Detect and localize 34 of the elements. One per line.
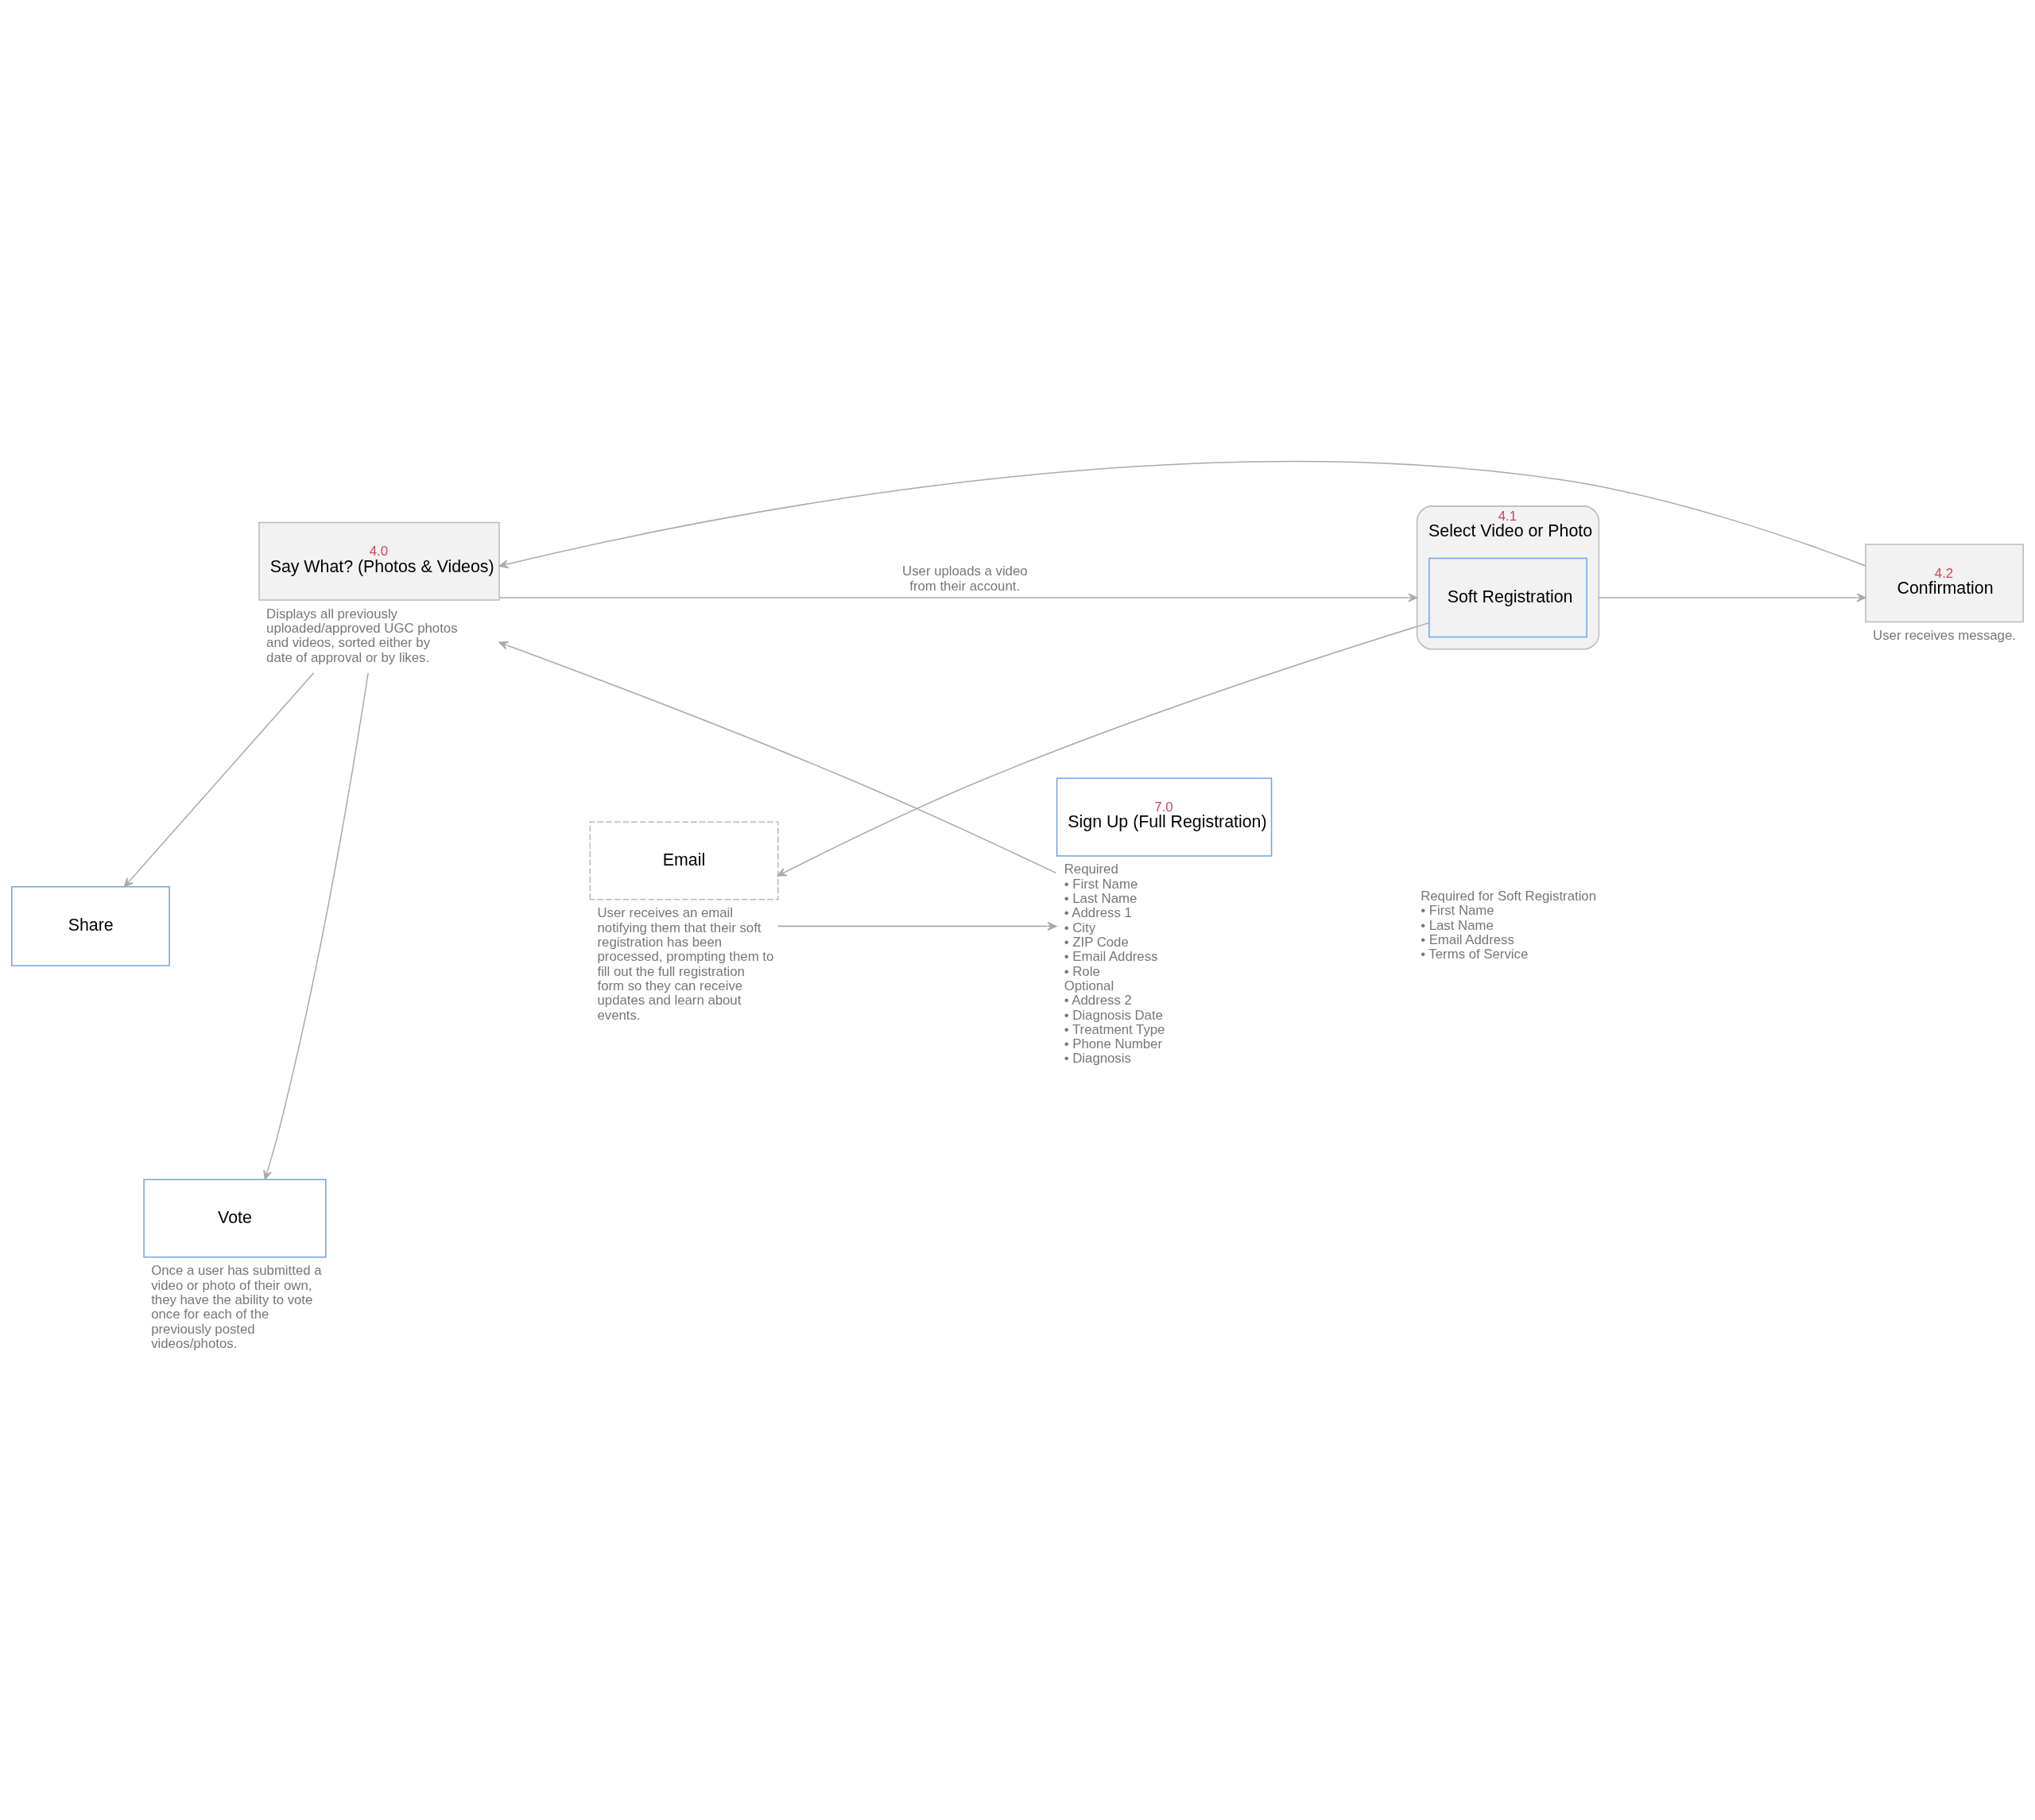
node-label: • Last Name: [1064, 891, 1138, 907]
node-label: • City: [1064, 920, 1096, 935]
node-label: • Role: [1064, 963, 1100, 979]
node-label: • Address 2: [1064, 993, 1132, 1009]
edge-label: User uploads a video from their account.: [902, 563, 1028, 594]
arrow: [498, 641, 1057, 874]
node-label: • Email Address: [1421, 931, 1514, 947]
node-label: • Treatment Type: [1064, 1021, 1165, 1037]
arrow: [777, 921, 1057, 931]
node-label: • ZIP Code: [1064, 935, 1129, 950]
node-label: User receives message.: [1873, 628, 2016, 644]
node-box: Share: [11, 886, 170, 966]
node-label: • Diagnosis Date: [1064, 1007, 1163, 1023]
node-label: • Phone Number: [1064, 1036, 1163, 1052]
node-label: • Last Name: [1421, 917, 1494, 933]
arrow: [498, 461, 1866, 569]
node-label: • First Name: [1064, 876, 1138, 892]
arrow: [498, 593, 1418, 602]
arrow: [1598, 593, 1866, 602]
node-label: Optional: [1064, 978, 1114, 993]
node-label: Displays all previously uploaded/approved UGC photos and videos, sorted either by date of approval or by likes.: [266, 606, 458, 665]
arrow: [123, 672, 315, 888]
node-label: User receives an email notifying them that their soft registration has been processed, prompting them to fill out the full registration form so they can receive updates and learn about events.: [597, 905, 774, 1023]
node-label: Required: [1064, 862, 1118, 877]
node-label: • Terms of Service: [1421, 947, 1529, 962]
node-label: • Diagnosis: [1064, 1051, 1131, 1067]
arrow: [263, 672, 369, 1180]
node-box: Soft Registration: [1428, 557, 1587, 638]
node-label: Required for Soft Registration: [1421, 889, 1597, 904]
node-label: • Address 1: [1064, 905, 1132, 921]
node-label: • Email Address: [1064, 949, 1158, 965]
arrow: [777, 622, 1430, 877]
node-label: Once a user has submitted a video or photo of their own, they have the ability to vote once for each of the previously posted videos/photos.: [151, 1263, 322, 1351]
node-label: • First Name: [1421, 903, 1494, 919]
